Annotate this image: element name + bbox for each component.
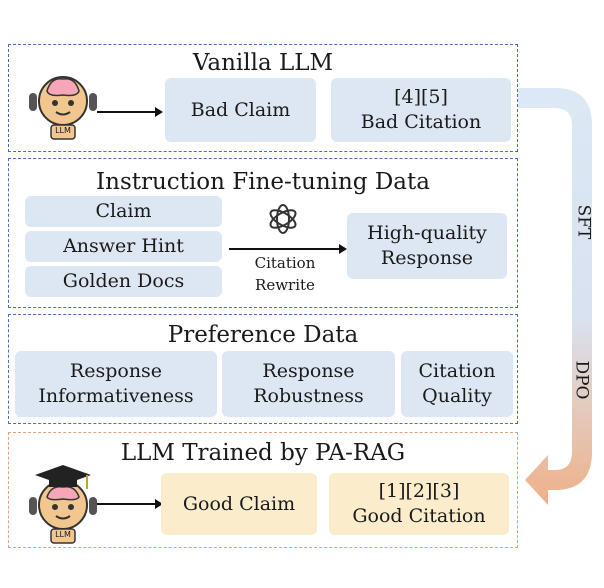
response-robustness-box: Response Robustness [222,351,395,417]
vanilla-llm-title: Vanilla LLM [192,50,334,76]
bad-citation-text: [4][5] Bad Citation [360,86,482,133]
high-quality-response-box: High-quality Response [347,213,507,279]
preference-data-section: Preference Data Response Informativeness… [8,314,518,424]
good-claim-box: Good Claim [161,473,317,535]
instruction-data-title: Instruction Fine-tuning Data [96,169,430,195]
claim-text: Claim [95,200,152,222]
arrow-icon [97,107,163,117]
good-claim-text: Good Claim [182,492,296,515]
instruction-data-section: Instruction Fine-tuning Data Claim Answe… [8,158,518,308]
graduate-robot-icon [29,465,97,544]
preference-data-title: Preference Data [167,322,359,348]
trained-llm-section: LLM Trained by PA-RAG LLM Good Claim [1]… [8,432,518,548]
high-quality-response-text: High-quality Response [367,222,487,269]
arrow-icon [97,499,163,509]
citation-quality-text: Citation Quality [418,360,496,407]
robot-badge: LLM [55,126,71,135]
vanilla-llm-section: Vanilla LLM LLM Bad Claim [4][5] Bad Cit… [8,44,518,152]
citation-quality-box: Citation Quality [401,351,513,417]
answer-hint-box: Answer Hint [25,231,222,262]
openai-logo-icon [269,204,297,234]
robot-badge: LLM [55,530,71,539]
bad-citation-box: [4][5] Bad Citation [331,78,511,142]
bad-claim-text: Bad Claim [190,98,291,121]
answer-hint-text: Answer Hint [63,235,184,257]
good-citation-box: [1][2][3] Good Citation [329,473,509,535]
response-robustness-text: Response Robustness [253,360,364,407]
response-informativeness-text: Response Informativeness [38,360,194,407]
robot-icon [29,76,97,140]
response-informativeness-box: Response Informativeness [15,351,217,417]
golden-docs-box: Golden Docs [25,266,222,297]
dpo-label: DPO [571,360,592,400]
trained-llm-title: LLM Trained by PA-RAG [120,440,406,466]
good-citation-text: [1][2][3] Good Citation [352,480,486,527]
claim-box: Claim [25,196,222,227]
arrow-icon [229,244,347,254]
bad-claim-box: Bad Claim [165,78,316,142]
citation-rewrite-label: Citation Rewrite [254,254,316,294]
golden-docs-text: Golden Docs [62,270,185,292]
sft-label: SFT [573,204,594,240]
